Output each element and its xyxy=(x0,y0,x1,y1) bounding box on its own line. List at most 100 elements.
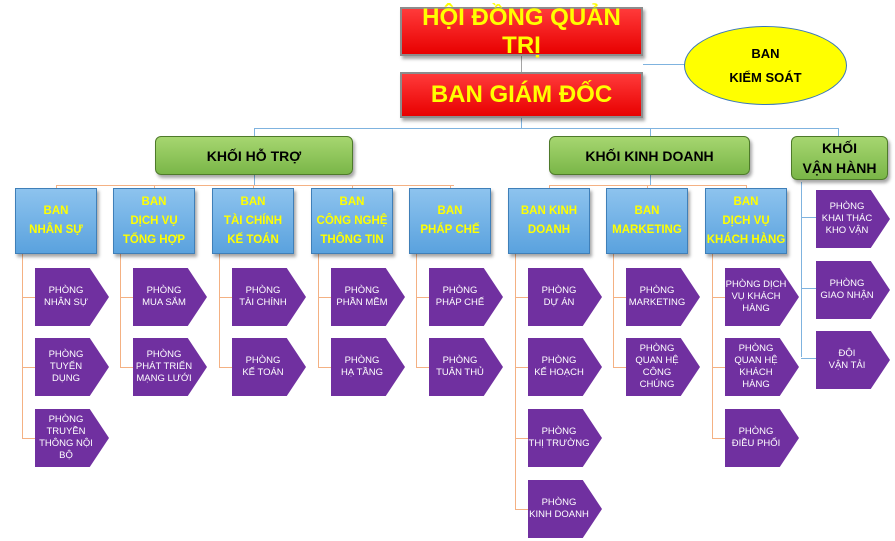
connector-unit-4-1 xyxy=(318,297,331,298)
operations-unit-3-line-2: VẬN TẢI xyxy=(828,360,866,371)
unit-1-3-line-2: TRUYỀN xyxy=(46,426,86,437)
executive-board-label: BAN GIÁM ĐỐC xyxy=(430,81,613,108)
department-1-line-2: NHÂN SỰ xyxy=(29,224,83,236)
unit-2-1-line-1: PHÒNG xyxy=(146,285,182,296)
operations-block-line-2: VẬN HÀNH xyxy=(802,160,877,176)
department-5-line-1: BAN xyxy=(437,205,463,217)
connector-operations-unit-2 xyxy=(801,288,817,289)
connector-unit-1-3 xyxy=(22,438,35,439)
connector-unit-5-2 xyxy=(416,367,429,368)
unit-4-2-line-1: PHÒNG xyxy=(344,355,380,366)
connector-unit-1-2 xyxy=(22,367,35,368)
supervisory-line-1: BAN xyxy=(751,45,780,61)
operations-block-line-1: KHỐI xyxy=(822,140,857,156)
support-block-label: KHỐI HỖ TRỢ xyxy=(206,147,302,164)
supervisory-line-2: KIỂM SOÁT xyxy=(729,69,802,85)
unit-1-3-line-3: THÔNG NỘI xyxy=(39,438,93,449)
connector-dept-8-spine xyxy=(712,254,713,438)
connector-unit-3-2 xyxy=(219,367,232,368)
business-block-label: KHỐI KINH DOANH xyxy=(585,147,714,164)
connector-operations-unit-1 xyxy=(801,217,817,218)
unit-7-2-line-3: CÔNG xyxy=(642,367,672,378)
unit-8-1-line-3: HÀNG xyxy=(742,303,770,314)
connector-business-down xyxy=(650,175,651,185)
department-4-line-3: THÔNG TIN xyxy=(320,233,384,246)
department-2-line-3: TỔNG HỢP xyxy=(122,233,186,246)
unit-7-2-line-4: CHÚNG xyxy=(639,379,675,390)
connector-business-bus xyxy=(550,185,747,186)
connector-dept-3-spine xyxy=(219,254,220,367)
unit-6-1-line-2: DỰ ÁN xyxy=(543,297,575,308)
connector-dept-7 xyxy=(647,185,648,188)
unit-5-2-line-1: PHÒNG xyxy=(442,355,478,366)
unit-7-2-line-1: PHÒNG xyxy=(639,343,675,354)
unit-8-1-line-2: VỤ KHÁCH xyxy=(731,291,781,302)
unit-8-1-line-1: PHÒNG DỊCH xyxy=(725,279,787,290)
operations-block-box: KHỐI VẬN HÀNH xyxy=(791,136,888,180)
unit-1-2-line-3: DỤNG xyxy=(52,373,80,384)
connector-support-down xyxy=(254,175,255,185)
connector-blocks-bus xyxy=(254,128,839,129)
connector-support-bus xyxy=(57,185,454,186)
unit-8-2-line-1: PHÒNG xyxy=(738,343,774,354)
unit-1-1-line-2: NHÂN SỰ xyxy=(43,297,88,308)
connector-operations-block xyxy=(838,128,839,136)
unit-6-4-line-2: KINH DOANH xyxy=(529,509,589,520)
unit-6-2-line-2: KẾ HOẠCH xyxy=(534,367,584,378)
department-4-line-1: BAN xyxy=(339,195,365,208)
executive-board-box: BAN GIÁM ĐỐC xyxy=(400,72,643,118)
connector-unit-6-2 xyxy=(515,367,528,368)
unit-7-1-line-1: PHÒNG xyxy=(639,285,675,296)
connector-unit-8-3 xyxy=(712,438,725,439)
connector-dept-4-spine xyxy=(318,254,319,367)
unit-3-2-line-1: PHÒNG xyxy=(245,355,281,366)
connector-dept-6 xyxy=(549,185,550,188)
unit-1-1-line-1: PHÒNG xyxy=(48,285,84,296)
operations-unit-1-line-1: PHÒNG xyxy=(829,201,865,212)
connector-unit-7-1 xyxy=(613,297,626,298)
connector-dept-1-spine xyxy=(22,254,23,438)
department-8-line-1: BAN xyxy=(733,195,759,208)
department-8-line-2: DỊCH VỤ xyxy=(722,214,770,227)
connector-dept-6-spine xyxy=(515,254,516,509)
unit-2-2-line-1: PHÒNG xyxy=(146,349,182,360)
connector-unit-8-1 xyxy=(712,297,725,298)
connector-dept-8 xyxy=(746,185,747,188)
connector-dept-2-spine xyxy=(120,254,121,367)
connector-unit-6-1 xyxy=(515,297,528,298)
connector-dept-7-spine xyxy=(613,254,614,367)
unit-4-1-line-2: PHẦN MỀM xyxy=(336,297,388,308)
unit-1-2-line-2: TUYỂN xyxy=(49,361,83,372)
department-3-line-2: TÀI CHÍNH xyxy=(223,214,283,227)
unit-6-1-line-1: PHÒNG xyxy=(541,285,577,296)
unit-4-2-line-2: HẠ TẦNG xyxy=(340,367,384,378)
connector-unit-8-2 xyxy=(712,367,725,368)
unit-6-3-line-1: PHÒNG xyxy=(541,426,577,437)
connector-operations-spine xyxy=(801,182,802,357)
connector-unit-1-1 xyxy=(22,297,35,298)
business-block-box: KHỐI KINH DOANH xyxy=(549,136,750,175)
supervisory-board-ellipse: BAN KIỂM SOÁT xyxy=(684,26,847,105)
unit-6-3-line-2: THỊ TRƯỜNG xyxy=(528,438,590,449)
